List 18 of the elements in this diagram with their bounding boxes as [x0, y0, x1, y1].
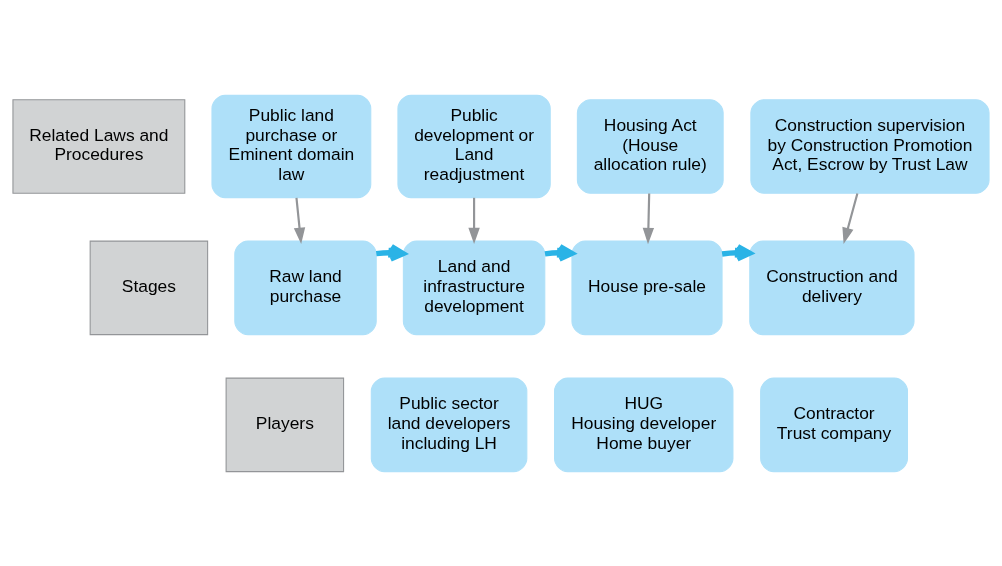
node-box: Players — [225, 377, 345, 472]
arrow — [293, 197, 306, 244]
node-box: Construction and delivery — [749, 240, 915, 335]
node-box: Contractor Trust company — [760, 377, 909, 472]
arrow — [842, 192, 859, 244]
node-box: House pre-sale — [571, 240, 723, 335]
node-box: Housing Act (House allocation rule) — [576, 98, 724, 194]
node-box: Related Laws and Procedures — [12, 98, 186, 194]
node-box: Stages — [89, 240, 209, 335]
node-box: Public sector land developers including LH — [370, 377, 528, 472]
node-box: HUG Housing developer Home buyer — [554, 377, 734, 472]
node-box: Public land purchase or Eminent domain law — [211, 94, 372, 198]
arrow — [642, 193, 655, 244]
node-box: Public development or Land readjustment — [397, 94, 551, 198]
node-box: Raw land purchase — [234, 240, 377, 335]
node-box: Land and infrastructure development — [402, 240, 546, 335]
arrow — [468, 197, 480, 244]
node-box: Construction supervision by Construction Promotion Act, Escrow by Trust Law — [750, 98, 990, 194]
